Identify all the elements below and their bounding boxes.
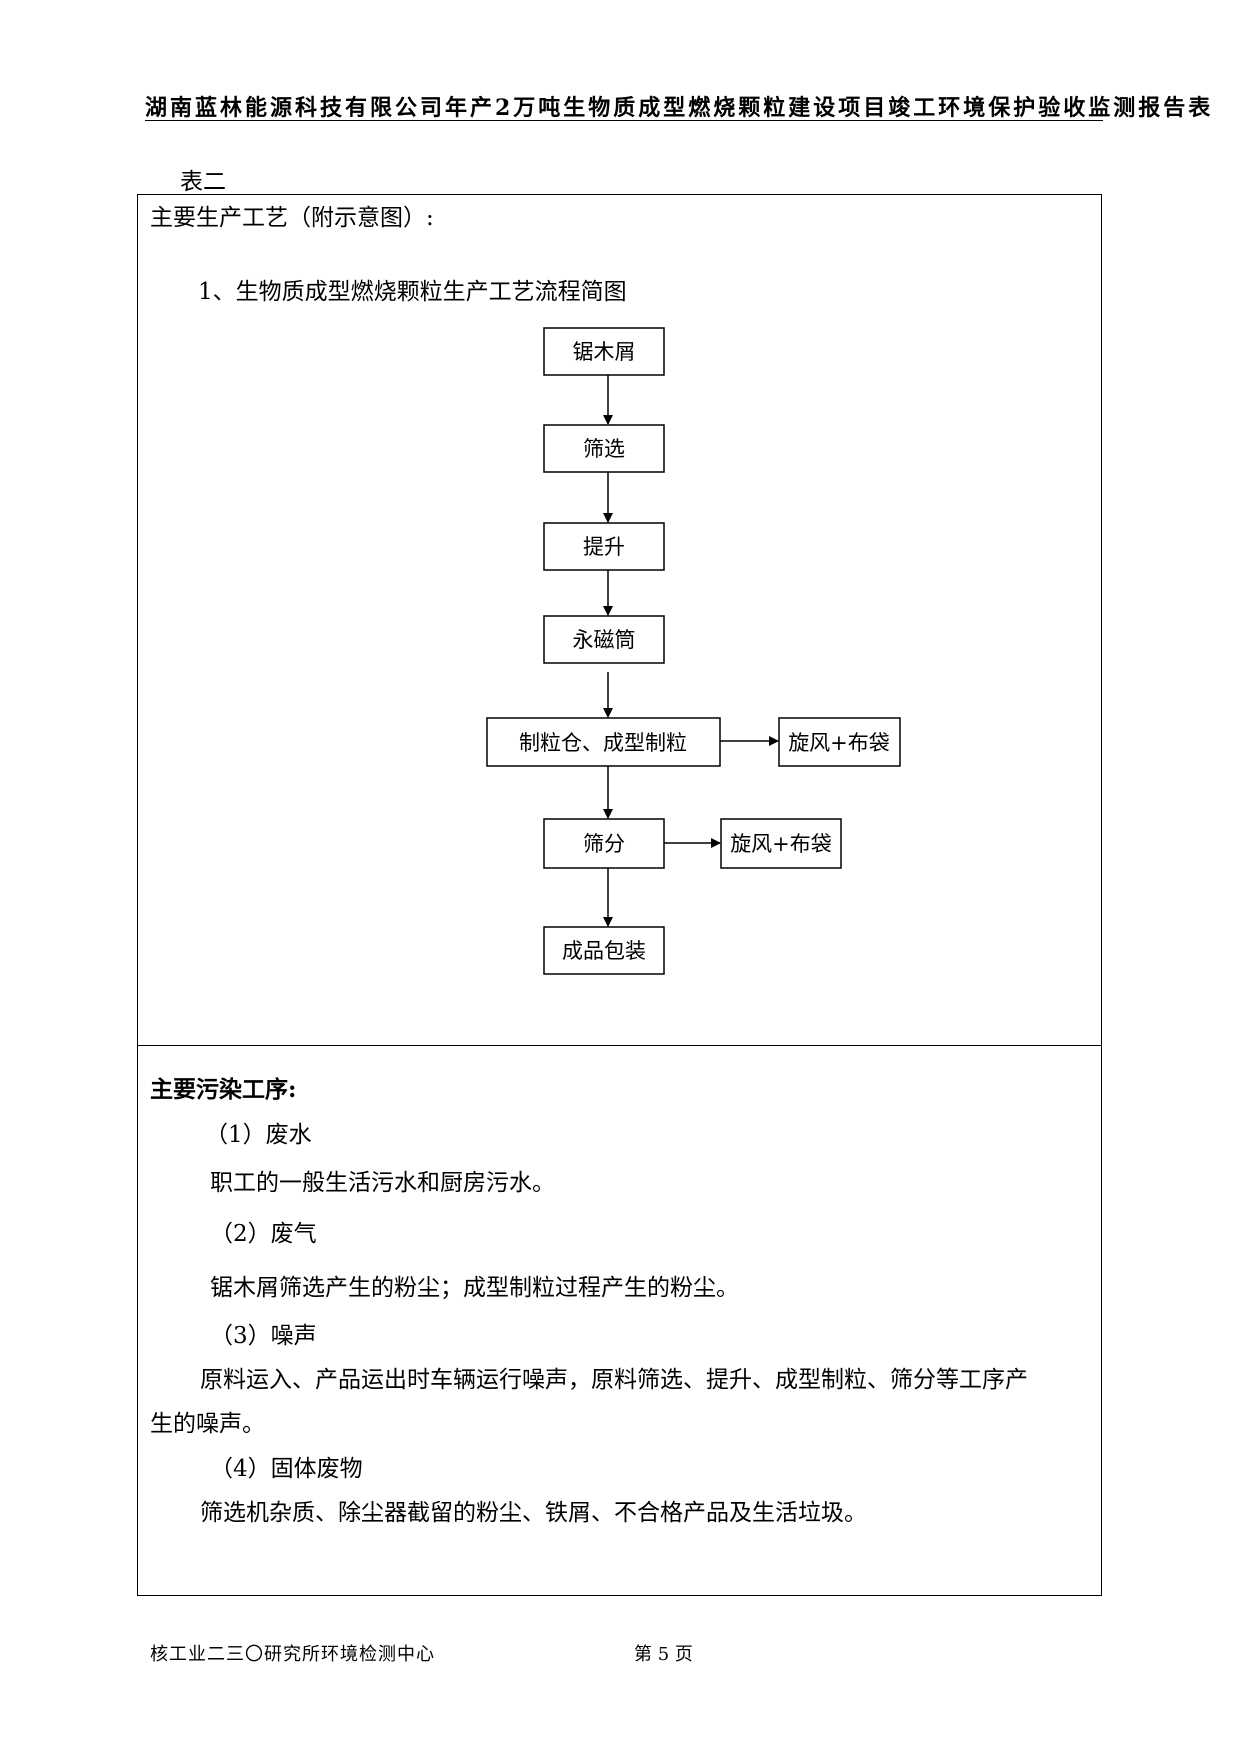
- pollution-heading: 主要污染工序:: [150, 1076, 297, 1103]
- table-frame: [137, 194, 1102, 1596]
- flow-output-cyclone-bag-1: 旋风+布袋: [788, 731, 890, 755]
- table-row-divider: [137, 1045, 1102, 1046]
- pollution-item-label: （1）废水: [205, 1122, 312, 1148]
- flow-step-sieving: 筛分: [583, 832, 625, 856]
- flow-step-magnetic-drum: 永磁筒: [573, 628, 636, 652]
- flow-step-box: [543, 522, 665, 571]
- table-label: 表二: [180, 169, 226, 195]
- pollution-item-text: 职工的一般生活污水和厨房污水。: [210, 1170, 555, 1196]
- process-heading: 主要生产工艺（附示意图）:: [150, 205, 434, 231]
- flow-step-box: [543, 424, 665, 473]
- pollution-item-label: （3）噪声: [210, 1323, 317, 1349]
- flow-step-screening: 筛选: [583, 437, 625, 461]
- pollution-item-text: 原料运入、产品运出时车辆运行噪声，原料筛选、提升、成型制粒、筛分等工序产: [200, 1367, 1028, 1393]
- flow-step-sawdust: 锯木屑: [573, 340, 636, 364]
- flow-step-pelletizing: 制粒仓、成型制粒: [519, 731, 687, 755]
- flow-output-cyclone-bag-2: 旋风+布袋: [730, 832, 832, 856]
- pollution-item-label: （4）固体废物: [210, 1456, 363, 1482]
- diagram-title: 1、生物质成型燃烧颗粒生产工艺流程简图: [198, 279, 627, 305]
- flow-step-packaging: 成品包装: [562, 939, 646, 963]
- pollution-item-text: 生的噪声。: [150, 1411, 265, 1437]
- footer-organization: 核工业二三〇研究所环境检测中心: [150, 1644, 435, 1665]
- flow-output-box: [778, 717, 901, 767]
- report-header-title: 湖南蓝林能源科技有限公司年产2万吨生物质成型燃烧颗粒建设项目竣工环境保护验收监测…: [145, 95, 1214, 121]
- flow-step-box: [543, 615, 665, 664]
- header-rule: [145, 120, 1103, 121]
- flow-step-box: [486, 717, 721, 767]
- footer-page-number: 第 5 页: [634, 1644, 693, 1665]
- pollution-item-text: 筛选机杂质、除尘器截留的粉尘、铁屑、不合格产品及生活垃圾。: [200, 1500, 867, 1526]
- flow-output-box: [720, 818, 842, 869]
- flow-step-box: [543, 327, 665, 376]
- flow-step-lifting: 提升: [583, 535, 625, 559]
- pollution-item-text: 锯木屑筛选产生的粉尘；成型制粒过程产生的粉尘。: [210, 1275, 739, 1301]
- pollution-item-label: （2）废气: [210, 1221, 317, 1247]
- flow-step-box: [543, 926, 665, 975]
